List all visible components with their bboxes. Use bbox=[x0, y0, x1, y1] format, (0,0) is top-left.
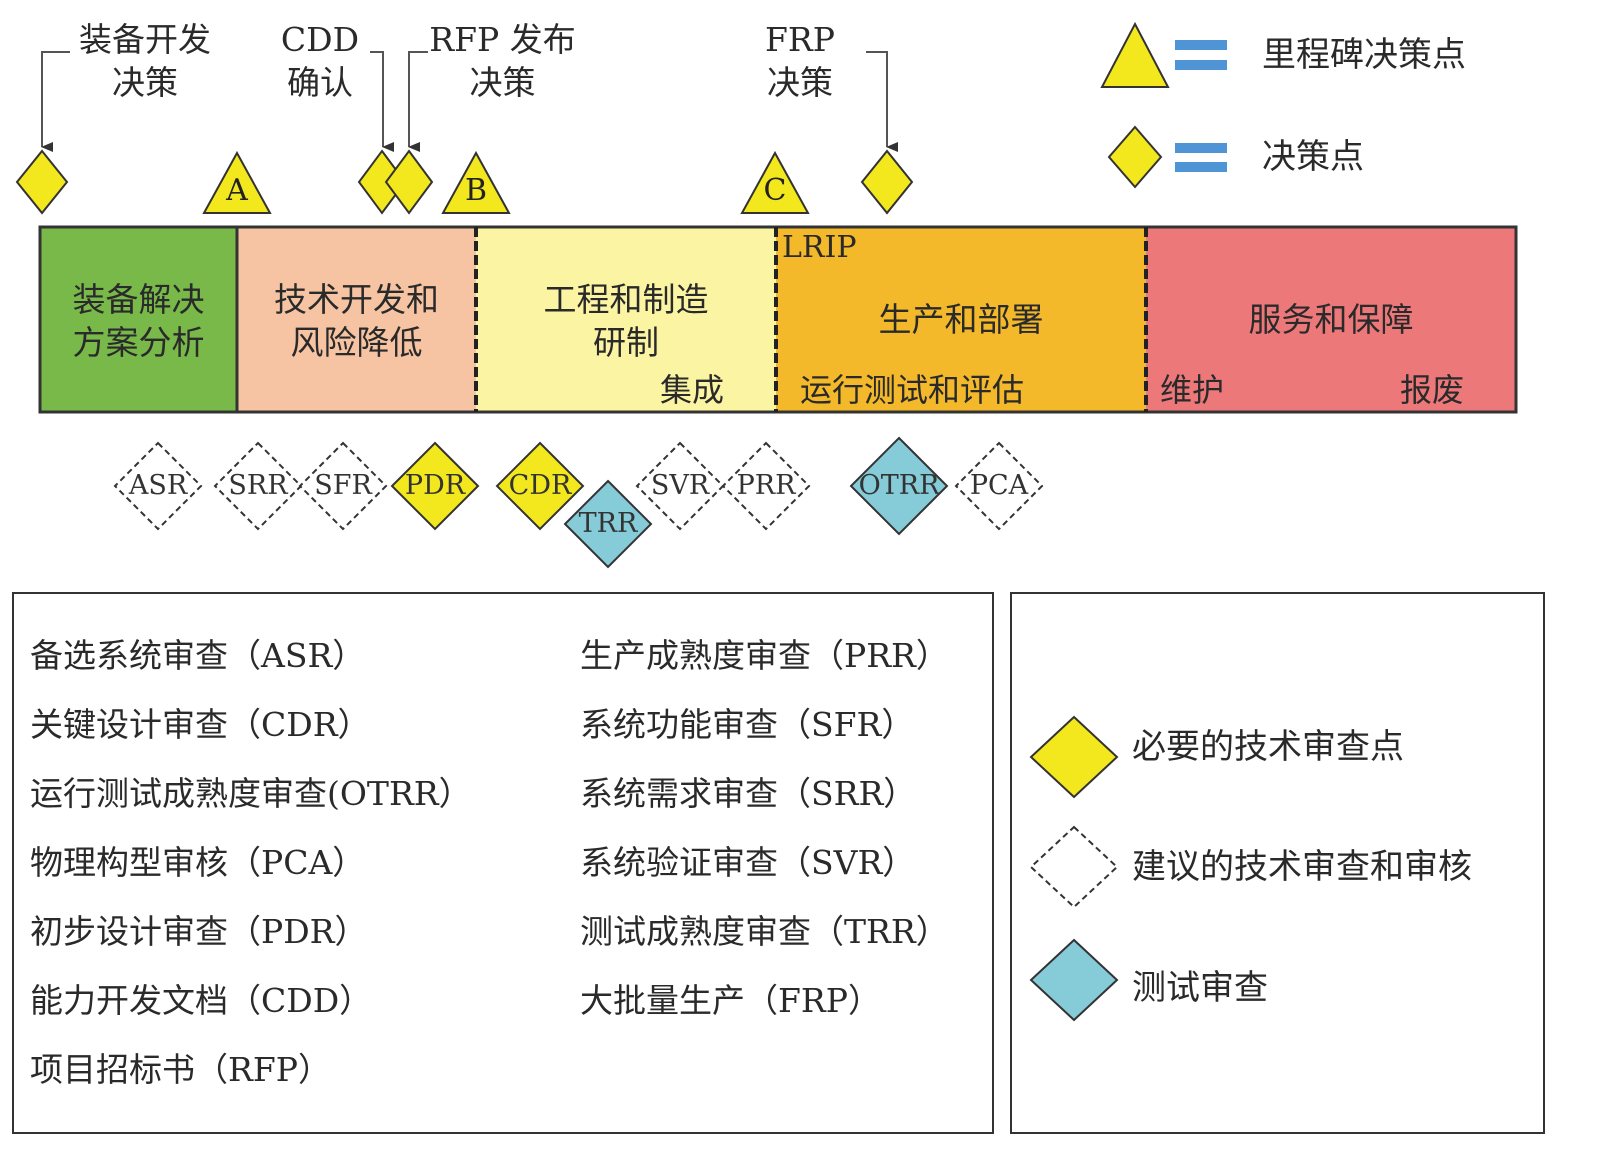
review-asr-label: ASR bbox=[128, 470, 188, 501]
legend-decision-diamond-icon bbox=[1107, 125, 1163, 189]
review-cdr-label: CDR bbox=[508, 470, 572, 501]
glossary-right-item: 系统功能审查（SFR） bbox=[580, 705, 915, 744]
glossary-left-item: 关键设计审查（CDR） bbox=[30, 705, 371, 744]
review-pdr-label: PDR bbox=[404, 470, 466, 501]
phase-pd-label: 生产和部署 bbox=[878, 300, 1044, 339]
legend-milestone-triangle-icon bbox=[1100, 21, 1170, 88]
legend-equals-bar-1 bbox=[1175, 40, 1227, 50]
legend-equals-bar-2 bbox=[1175, 60, 1227, 70]
glossary-right-item: 生产成熟度审查（PRR） bbox=[580, 636, 949, 675]
sublabel-maintain: 维护 bbox=[1160, 371, 1225, 409]
milestone-a-label: A bbox=[226, 173, 248, 208]
review-srr-label: SRR bbox=[228, 470, 288, 501]
legend-test-label: 测试审查 bbox=[1132, 968, 1268, 1008]
review-sfr-label: SFR bbox=[314, 470, 372, 501]
phase-tmrr-bg bbox=[237, 227, 476, 412]
review-otrr-diamond bbox=[849, 436, 949, 536]
sublabel-lrip: LRIP bbox=[782, 230, 857, 265]
milestone-b-triangle bbox=[441, 150, 511, 214]
cdd-connector bbox=[370, 51, 394, 152]
milestone-b-label: B bbox=[464, 173, 488, 208]
review-svr-label: SVR bbox=[650, 470, 710, 501]
milestone-c-label: C bbox=[763, 173, 787, 208]
review-cdr-diamond bbox=[495, 441, 585, 531]
legend-box: 必要的技术审查点 建议的技术审查和审核 测试审查 bbox=[1010, 592, 1545, 1134]
rfp-connector bbox=[408, 51, 428, 152]
phase-pd-bg bbox=[776, 227, 1146, 412]
glossary-right-item: 系统验证审查（SVR） bbox=[580, 843, 916, 882]
review-pca-label: PCA bbox=[969, 470, 1029, 501]
review-prr-label: PRR bbox=[736, 470, 796, 501]
review-prr-diamond bbox=[721, 441, 811, 531]
phase-msa-bg bbox=[40, 227, 237, 412]
legend-recommended-label: 建议的技术审查和审核 bbox=[1132, 847, 1472, 887]
glossary-box: 备选系统审查（ASR） 关键设计审查（CDR） 运行测试成熟度审查(OTRR） … bbox=[12, 592, 994, 1134]
diagram-graphics bbox=[15, 21, 1518, 569]
milestone-c-triangle bbox=[740, 150, 810, 214]
glossary-left-item: 运行测试成熟度审查(OTRR） bbox=[30, 774, 472, 813]
legend-decision-label: 决策点 bbox=[1262, 137, 1364, 177]
decision-point-rfp bbox=[384, 149, 434, 215]
glossary-left-item: 项目招标书（RFP） bbox=[30, 1050, 331, 1089]
glossary-left-item: 初步设计审查（PDR） bbox=[30, 912, 368, 951]
annotation-equip-dev: 装备开发 决策 bbox=[79, 20, 211, 102]
phase-emd-label: 工程和制造 研制 bbox=[543, 280, 709, 362]
review-trr-diamond bbox=[563, 479, 653, 569]
annotation-rfp: RFP 发布 决策 bbox=[429, 20, 576, 102]
legend-required-label: 必要的技术审查点 bbox=[1132, 727, 1404, 767]
review-pdr-diamond bbox=[390, 441, 480, 531]
sublabel-integration: 集成 bbox=[660, 371, 725, 409]
glossary-right-item: 测试成熟度审查（TRR） bbox=[580, 912, 949, 951]
review-trr-label: TRR bbox=[578, 508, 638, 539]
acquisition-lifecycle-diagram: 装备开发 决策 CDD 确认 RFP 发布 决策 FRP 决策 A B C 装备… bbox=[15, 20, 1518, 569]
legend-equals-bar-4 bbox=[1175, 162, 1227, 172]
legend-equals-bar-3 bbox=[1175, 143, 1227, 153]
phase-emd-bg bbox=[476, 227, 776, 412]
legend-milestone-label: 里程碑决策点 bbox=[1262, 35, 1466, 75]
phase-os-label: 服务和保障 bbox=[1248, 300, 1414, 339]
annotation-cdd: CDD 确认 bbox=[280, 20, 360, 102]
glossary-left-item: 物理构型审核（PCA） bbox=[30, 843, 366, 882]
decision-point-equip-dev bbox=[15, 149, 69, 215]
phase-os-bg bbox=[1146, 227, 1516, 412]
sublabel-retire: 报废 bbox=[1400, 371, 1465, 409]
legend-graphics bbox=[1029, 715, 1119, 1022]
review-asr-diamond bbox=[113, 441, 203, 531]
annotation-frp: FRP 决策 bbox=[765, 20, 835, 102]
review-sfr-diamond bbox=[298, 441, 388, 531]
decision-point-frp bbox=[860, 149, 914, 215]
glossary-left-item: 备选系统审查（ASR） bbox=[30, 636, 366, 675]
legend-test-diamond-icon bbox=[1029, 938, 1119, 1022]
glossary-right-item: 大批量生产（FRP） bbox=[580, 981, 881, 1020]
phase-msa-label: 装备解决 方案分析 bbox=[72, 280, 205, 362]
equip-dev-connector bbox=[41, 51, 70, 152]
phase-tmrr-label: 技术开发和 风险降低 bbox=[274, 280, 439, 362]
review-srr-diamond bbox=[213, 441, 303, 531]
sublabel-ote: 运行测试和评估 bbox=[800, 371, 1025, 409]
glossary-right-item: 系统需求审查（SRR） bbox=[580, 774, 917, 813]
milestone-a-triangle bbox=[202, 150, 272, 214]
legend-required-diamond-icon bbox=[1029, 715, 1119, 799]
review-otrr-label: OTRR bbox=[858, 470, 940, 501]
legend-recommended-diamond-icon bbox=[1029, 825, 1119, 909]
frp-connector bbox=[866, 51, 898, 152]
review-pca-diamond bbox=[954, 441, 1044, 531]
review-svr-diamond bbox=[635, 441, 725, 531]
glossary-left-item: 能力开发文档（CDD） bbox=[30, 981, 373, 1020]
